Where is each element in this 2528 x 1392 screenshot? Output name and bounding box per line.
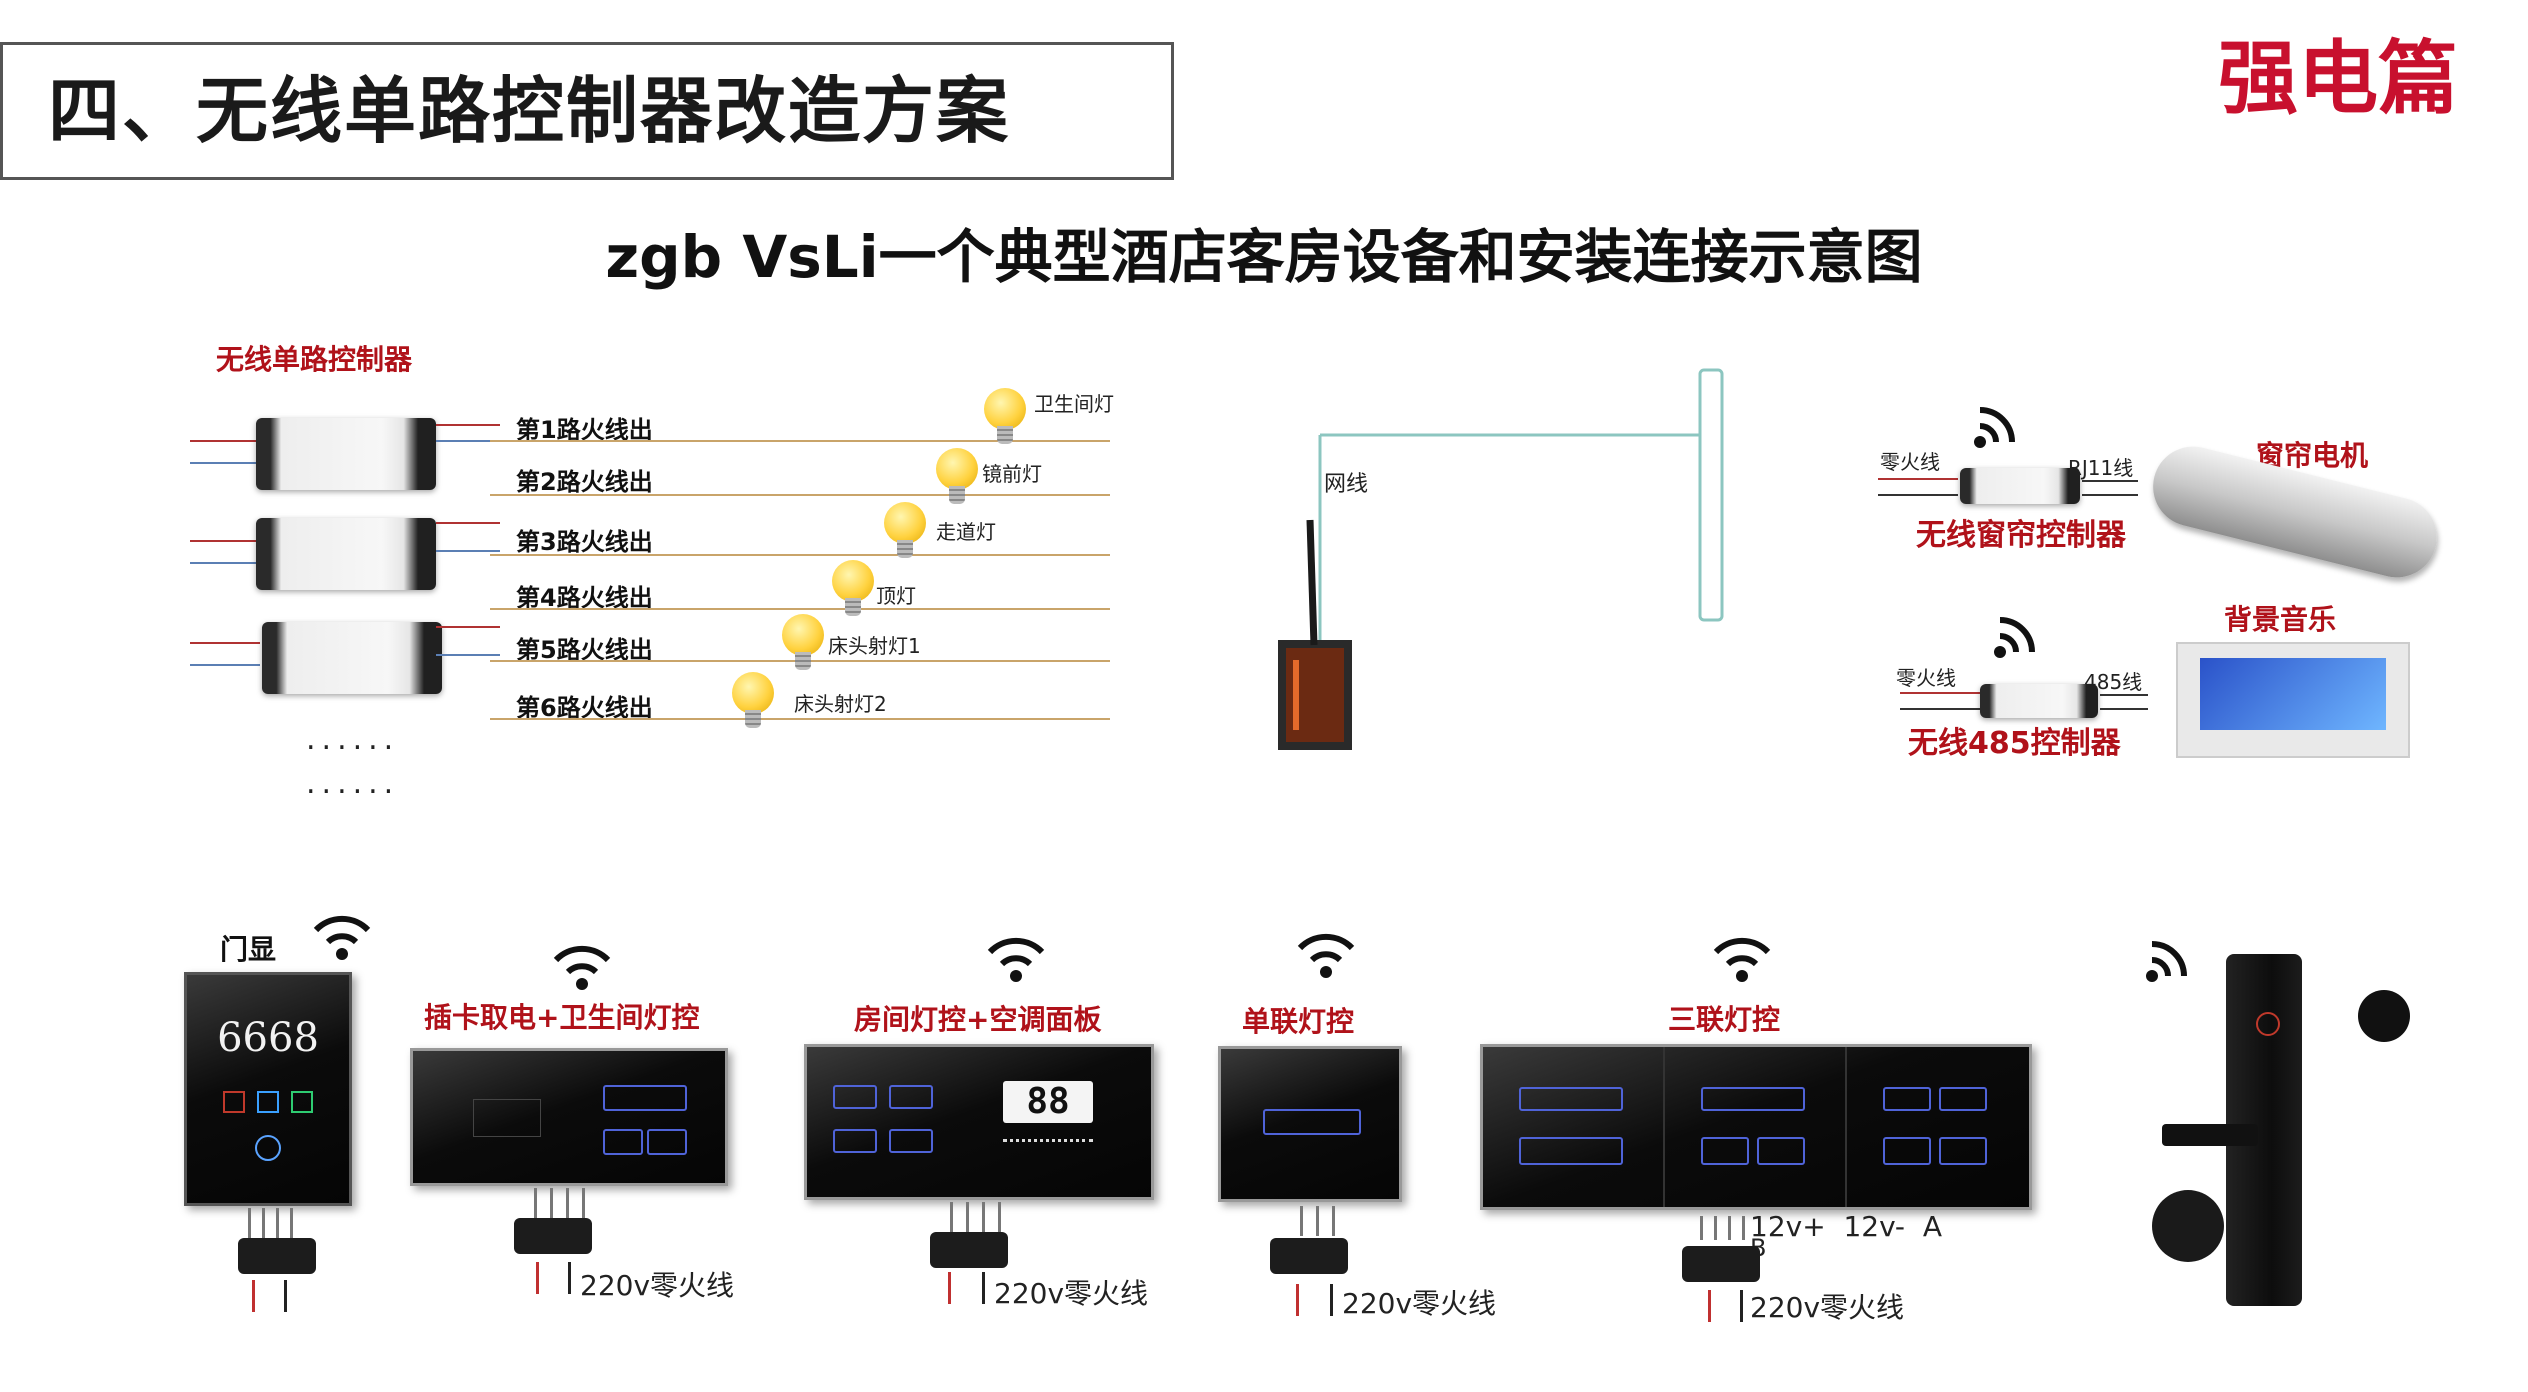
gateway-network-diagram (1278, 368, 1724, 750)
curtain-left-wire-label: 零火线 (1880, 450, 1940, 474)
title-frame (0, 42, 1174, 180)
power-label-card: 220v零火线 (580, 1269, 735, 1302)
room-number: 6668 (217, 1015, 319, 1061)
wifi-icon (553, 945, 611, 990)
more-controllers-dots-2: ...... (306, 766, 400, 801)
output-label-5: 第5路火线出 (516, 636, 653, 664)
output-label-1: 第1路火线出 (516, 416, 653, 444)
background-music-label: 背景音乐 (2224, 603, 2337, 636)
bulb-icon (936, 448, 978, 504)
more-controllers-dots-1: ...... (306, 722, 400, 757)
music-left-wire-label: 零火线 (1896, 666, 1956, 690)
key-fob-icon (2152, 1190, 2224, 1262)
triple-switch-label: 三联灯控 (1668, 1003, 1781, 1036)
bulb-icon (732, 672, 774, 728)
bulb-icon (832, 560, 874, 616)
page-title: 四、无线单路控制器改造方案 (48, 69, 1011, 153)
ac-temperature-display: 88 (1003, 1081, 1093, 1123)
card-power-panel (410, 1048, 728, 1186)
door-handle (2162, 1124, 2258, 1146)
output-label-4: 第4路火线出 (516, 584, 653, 612)
room-light-ac-panel: 88 (804, 1044, 1154, 1200)
wifi-icon (313, 915, 371, 960)
triple-light-switch (1480, 1044, 2032, 1210)
power-label-room: 220v零火线 (994, 1277, 1149, 1310)
room-panel-label: 房间灯控+空调面板 (854, 1003, 1102, 1036)
network-cable-label: 网线 (1324, 472, 1369, 497)
curtain-controller-device (1960, 468, 2080, 504)
power-label-triple: 220v零火线 (1750, 1291, 1905, 1324)
bulb-label-6: 床头射灯2 (794, 692, 887, 716)
sensor-module (930, 1232, 1008, 1268)
bulb-label-4: 顶灯 (876, 584, 916, 608)
single-channel-controller-2 (256, 518, 436, 590)
wifi-icon (1297, 933, 1355, 978)
music-controller-device (1980, 684, 2098, 718)
output-label-3: 第3路火线出 (516, 528, 653, 556)
wifi-icon (1974, 407, 2015, 448)
single-channel-controller-1 (256, 418, 436, 490)
bulb-icon (884, 502, 926, 558)
wifi-icon (1994, 617, 2035, 658)
single-switch-label: 单联灯控 (1242, 1005, 1355, 1038)
music-panel-device (2176, 642, 2410, 758)
bulb-icon (782, 614, 824, 670)
door-display-label: 门显 (220, 933, 277, 966)
wifi-icon (1713, 937, 1771, 982)
controller-group-label: 无线单路控制器 (216, 343, 413, 376)
output-label-2: 第2路火线出 (516, 468, 653, 496)
wifi-icon (2146, 941, 2187, 982)
category-badge: 强电篇 (2218, 32, 2458, 125)
sensor-module (1270, 1238, 1348, 1274)
bulb-label-1: 卫生间灯 (1034, 392, 1114, 416)
power-label-single: 220v零火线 (1342, 1287, 1497, 1320)
bulb-label-5: 床头射灯1 (828, 634, 921, 658)
card-reader-icon (2358, 990, 2410, 1042)
sensor-module (514, 1218, 592, 1254)
bulb-label-3: 走道灯 (936, 520, 996, 544)
single-light-switch (1218, 1046, 1402, 1202)
wifi-icon (987, 937, 1045, 982)
bulb-icon (984, 388, 1026, 444)
output-label-6: 第6路火线出 (516, 694, 653, 722)
diagram-subtitle: zgb VsLi一个典型酒店客房设备和安装连接示意图 (605, 223, 1923, 291)
single-channel-controller-3 (262, 622, 442, 694)
sensor-module (238, 1238, 316, 1274)
bus-wire-label: 12v+ 12v- A (1750, 1210, 1942, 1243)
curtain-controller-label: 无线窗帘控制器 (1916, 518, 2126, 553)
music-controller-label: 无线485控制器 (1908, 726, 2121, 761)
bulb-label-2: 镜前灯 (982, 462, 1042, 486)
card-panel-label: 插卡取电+卫生间灯控 (424, 1001, 700, 1034)
door-display-panel: 6668 (184, 972, 352, 1206)
sensor-module (1682, 1246, 1760, 1282)
